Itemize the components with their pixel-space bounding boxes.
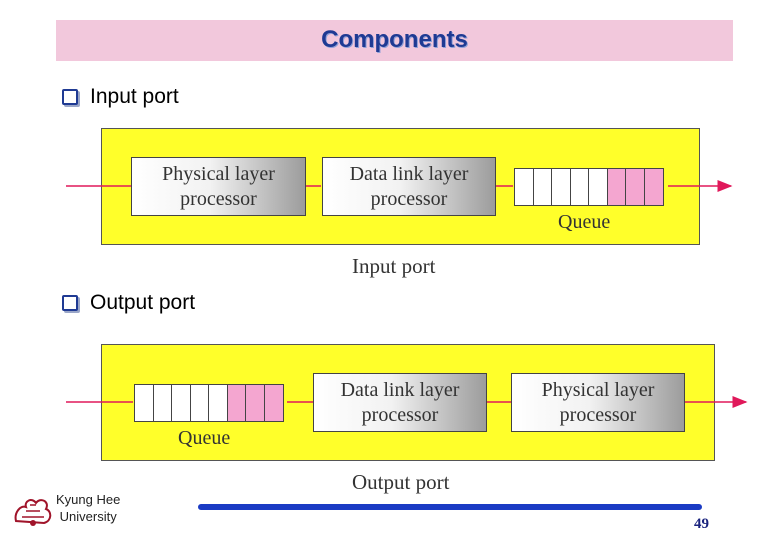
queue-cell bbox=[643, 168, 664, 206]
queue-cell bbox=[263, 384, 284, 422]
checkbox-bullet-icon bbox=[62, 295, 78, 311]
proc-line1: Physical layer bbox=[541, 378, 655, 401]
bullet-output-port: Output port bbox=[62, 289, 195, 317]
footer-divider bbox=[198, 504, 702, 510]
output-physical-processor: Physical layer processor bbox=[511, 373, 685, 432]
proc-line2: processor bbox=[361, 403, 439, 426]
university-line1: Kyung Hee bbox=[56, 492, 121, 507]
input-queue bbox=[514, 168, 664, 206]
proc-line2: processor bbox=[559, 403, 637, 426]
proc-line1: Data link layer bbox=[349, 162, 469, 185]
output-datalink-processor: Data link layer processor bbox=[313, 373, 487, 432]
output-queue-label: Queue bbox=[178, 427, 231, 449]
input-port-caption: Input port bbox=[352, 254, 436, 278]
input-datalink-processor: Data link layer processor bbox=[322, 157, 496, 216]
queue-cell bbox=[208, 384, 228, 422]
queue-cell bbox=[245, 384, 265, 422]
page-number: 49 bbox=[694, 516, 709, 532]
bullet-label: Input port bbox=[90, 85, 179, 108]
queue-cell bbox=[226, 384, 247, 422]
queue-cell bbox=[189, 384, 210, 422]
university-name: Kyung Hee University bbox=[56, 491, 120, 525]
output-queue bbox=[134, 384, 284, 422]
title-bar: Components bbox=[56, 20, 733, 61]
input-queue-label: Queue bbox=[558, 211, 611, 233]
queue-cell bbox=[134, 384, 154, 422]
bullet-label: Output port bbox=[90, 291, 196, 314]
proc-line1: Physical layer bbox=[162, 162, 275, 185]
queue-cell bbox=[171, 384, 191, 422]
slide-title: Components bbox=[321, 26, 468, 53]
university-line2: University bbox=[59, 509, 117, 524]
proc-line2: processor bbox=[180, 187, 257, 210]
queue-cell bbox=[152, 384, 173, 422]
checkbox-bullet-icon bbox=[62, 89, 78, 105]
bullet-input-port: Input port bbox=[62, 83, 179, 111]
input-physical-processor: Physical layer processor bbox=[131, 157, 306, 216]
university-logo-icon bbox=[14, 499, 52, 526]
output-port-caption: Output port bbox=[352, 470, 450, 494]
proc-line1: Data link layer bbox=[340, 378, 460, 401]
proc-line2: processor bbox=[370, 187, 448, 210]
